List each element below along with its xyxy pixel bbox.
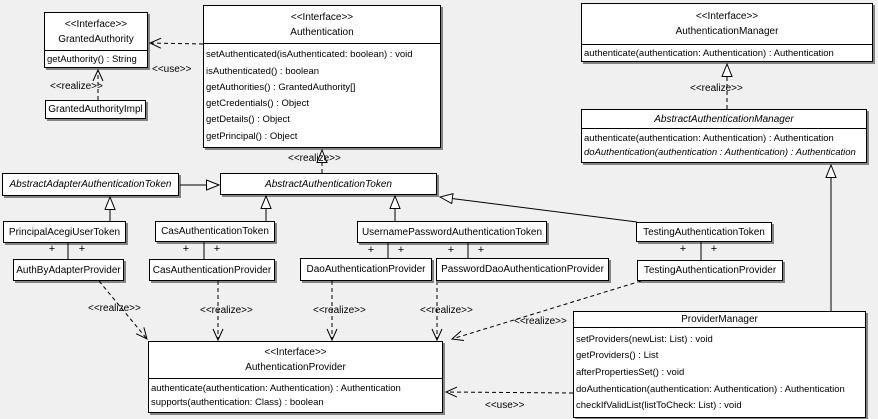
multiplicity-label: + — [213, 243, 221, 255]
stereotype-label: <<Interface>> — [290, 11, 354, 23]
method-signature: getPrincipal() : Object — [206, 130, 298, 142]
realize-testing-provider-to-auth-provider — [450, 280, 642, 342]
class-box-username-password-authentication-token[interactable]: UsernamePasswordAuthenticationToken — [357, 221, 547, 243]
class-name: AbstractAdapterAuthenticationToken — [9, 179, 172, 190]
class-box-abstract-authentication-manager[interactable]: AbstractAuthenticationManager authentica… — [581, 109, 867, 163]
class-name: CasAuthenticationProvider — [152, 264, 272, 276]
class-box-auth-by-adapter-provider[interactable]: AuthByAdapterProvider — [13, 259, 124, 281]
class-box-abstract-adapter-authentication-token[interactable]: AbstractAdapterAuthenticationToken — [2, 173, 179, 196]
stereotype-label: <<Interface>> — [64, 18, 128, 30]
edge-label-realize: <<realize>> — [200, 305, 253, 316]
multiplicity-label: + — [397, 244, 405, 256]
method-signature: getCredentials() : Object — [206, 98, 309, 110]
method-signature: setAuthenticated(isAuthenticated: boolea… — [206, 49, 413, 61]
class-box-password-dao-authentication-provider[interactable]: PasswordDaoAuthenticationProvider — [436, 258, 609, 281]
multiplicity-label: + — [477, 244, 485, 256]
class-name: GrantedAuthorityImpl — [48, 104, 143, 115]
multiplicity-label: + — [679, 243, 687, 255]
method-signature: isAuthenticated() : boolean — [206, 65, 320, 77]
method-signature: getAuthority() : String — [47, 53, 137, 65]
class-name: AuthenticationManager — [675, 26, 779, 37]
edge-label-use: <<use>> — [152, 64, 192, 75]
use-authentication-to-granted-authority — [148, 37, 204, 49]
multiplicity-label: + — [78, 243, 86, 255]
method-signature: checkIfValidList(listToCheck: List) : vo… — [576, 400, 742, 412]
class-name: TestingAuthenticationProvider — [643, 265, 777, 276]
edge-label-realize: <<realize>> — [420, 305, 473, 316]
edge-label-realize: <<realize>> — [514, 316, 567, 327]
class-box-testing-authentication-provider[interactable]: TestingAuthenticationProvider — [637, 260, 783, 281]
edge-label-use: <<use>> — [485, 400, 525, 411]
multiplicity-label: + — [367, 244, 375, 256]
edge-label-realize: <<realize>> — [313, 305, 366, 316]
method-signature: getDetails() : Object — [206, 114, 290, 126]
class-name: AbstractAuthenticationToken — [265, 178, 392, 190]
class-box-granted-authority-impl[interactable]: GrantedAuthorityImpl — [45, 100, 146, 119]
edge-label-realize: <<realize>> — [88, 303, 141, 314]
method-signature: authenticate(authentication: Authenticat… — [584, 132, 834, 144]
class-box-authentication-manager[interactable]: <<Interface>> AuthenticationManager auth… — [581, 3, 873, 62]
class-name: TestingAuthenticationToken — [643, 226, 765, 238]
method-signature: doAuthentication(authentication: Authent… — [576, 383, 845, 395]
gen-testing-token-to-abstract-token — [440, 197, 638, 223]
multiplicity-label: + — [710, 243, 718, 255]
class-box-authentication-provider[interactable]: <<Interface>> AuthenticationProvider aut… — [148, 341, 443, 413]
class-name: DaoAuthenticationProvider — [306, 264, 426, 275]
class-box-cas-authentication-token[interactable]: CasAuthenticationToken — [155, 221, 275, 242]
multiplicity-label: + — [447, 244, 455, 256]
stereotype-label: <<Interface>> — [264, 347, 327, 358]
method-signature: afterPropertiesSet() : void — [576, 366, 685, 378]
use-provider-manager-to-auth-provider — [444, 386, 574, 398]
multiplicity-label: + — [182, 243, 190, 255]
class-name: GrantedAuthority — [58, 33, 134, 45]
class-box-principal-acegi-user-token[interactable]: PrincipalAcegiUserToken — [3, 221, 126, 243]
class-name: AbstractAuthenticationManager — [654, 113, 794, 125]
class-box-authentication[interactable]: <<Interface>> Authentication setAuthenti… — [203, 5, 441, 148]
class-name: UsernamePasswordAuthenticationToken — [361, 226, 543, 238]
method-signature: authenticate(authentication: Authenticat… — [151, 382, 401, 394]
class-box-granted-authority[interactable]: <<Interface>> GrantedAuthority getAuthor… — [44, 12, 148, 68]
method-signature: doAuthentication(authentication : Authen… — [584, 147, 856, 159]
method-signature: authenticate(authentication: Authenticat… — [584, 47, 834, 59]
method-signature: getAuthorities() : GrantedAuthority[] — [206, 81, 356, 93]
method-signature: setProviders(newList: List) : void — [576, 333, 713, 345]
edge-label-realize: <<realize>> — [50, 81, 103, 92]
class-box-dao-authentication-provider[interactable]: DaoAuthenticationProvider — [300, 258, 432, 281]
realize-auth-by-adapter-provider-to-auth-provider — [98, 280, 148, 340]
class-box-abstract-authentication-token[interactable]: AbstractAuthenticationToken — [220, 173, 437, 195]
method-signature: supports(authentication: Class) : boolea… — [151, 397, 324, 409]
class-name: CasAuthenticationToken — [161, 226, 269, 237]
method-signature: getProviders() : List — [576, 350, 659, 362]
class-name: ProviderManager — [681, 314, 758, 325]
multiplicity-label: + — [48, 243, 56, 255]
edge-label-realize: <<realize>> — [690, 83, 743, 94]
class-name: AuthByAdapterProvider — [16, 264, 121, 276]
class-name: PasswordDaoAuthenticationProvider — [441, 264, 604, 275]
class-box-provider-manager[interactable]: ProviderManager setProviders(newList: Li… — [573, 311, 866, 418]
class-name: PrincipalAcegiUserToken — [8, 226, 121, 238]
class-name: Authentication — [290, 26, 354, 38]
class-box-testing-authentication-token[interactable]: TestingAuthenticationToken — [636, 222, 772, 242]
class-box-cas-authentication-provider[interactable]: CasAuthenticationProvider — [149, 259, 275, 281]
class-name: AuthenticationProvider — [245, 362, 346, 373]
edge-label-realize: <<realize>> — [288, 153, 341, 164]
stereotype-label: <<Interface>> — [695, 11, 759, 22]
